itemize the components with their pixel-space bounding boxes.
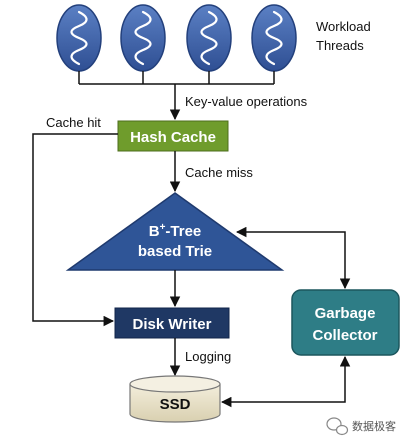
- edge-label-kv-ops: Key-value operations: [185, 94, 308, 109]
- disk-writer-label: Disk Writer: [133, 316, 212, 333]
- hash-cache-label: Hash Cache: [130, 129, 216, 146]
- watermark-text: 数据极客: [352, 419, 396, 433]
- thread-1-icon: [56, 4, 102, 72]
- thread-4-icon: [251, 4, 297, 72]
- watermark: 数据极客: [326, 417, 396, 436]
- disk-writer-node: Disk Writer: [114, 307, 230, 339]
- edge-gc-trie: [235, 226, 351, 290]
- edge-label-logging: Logging: [185, 349, 231, 364]
- workload-label-line2: Threads: [316, 38, 364, 53]
- edge-label-cache-miss: Cache miss: [185, 165, 253, 180]
- ssd-label: SSD: [160, 396, 191, 413]
- gc-label-line1: Garbage: [315, 305, 376, 322]
- gc-label-line2: Collector: [312, 327, 377, 344]
- btree-label-line1: B+-Tree: [149, 222, 202, 240]
- edge-label-cache-hit: Cache hit: [46, 115, 101, 130]
- btree-label-line2: based Trie: [138, 243, 212, 260]
- workload-threads: [56, 4, 297, 72]
- hash-cache-node: Hash Cache: [117, 120, 229, 152]
- ssd-node: SSD: [129, 375, 221, 423]
- thread-3-icon: [186, 4, 232, 72]
- thread-2-icon: [120, 4, 166, 72]
- thread-connectors: [78, 71, 275, 85]
- wechat-logo-icon: [326, 417, 349, 436]
- edge-gc-ssd: [220, 355, 351, 408]
- garbage-collector-node: Garbage Collector: [291, 289, 400, 356]
- edge-cache-hit: [32, 133, 118, 327]
- workload-label-line1: Workload: [316, 19, 371, 34]
